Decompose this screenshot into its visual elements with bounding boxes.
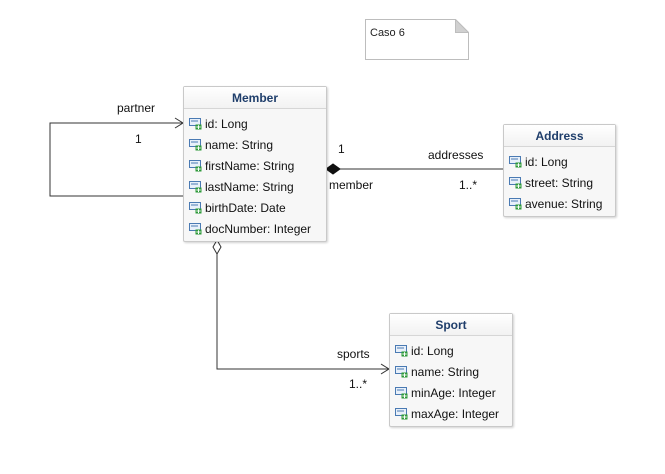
class-title: Address: [504, 125, 615, 147]
member-role-label: member: [329, 178, 374, 192]
note[interactable]: Caso 6: [365, 19, 469, 60]
attribute-icon: [395, 386, 408, 398]
attribute-icon: [395, 407, 408, 419]
class-address[interactable]: Address id: Long street: String avenue: St…: [503, 124, 616, 217]
attribute-icon: [189, 180, 202, 192]
note-shape: [365, 19, 469, 60]
attribute-icon: [189, 222, 202, 234]
attribute-row[interactable]: id: Long: [390, 340, 512, 361]
member-multiplicity-label: 1: [338, 142, 345, 156]
addresses-multiplicity-label: 1..*: [459, 178, 478, 192]
attribute-row[interactable]: maxAge: Integer: [390, 403, 512, 424]
attribute-list: id: Long name: String minAge: Integer maxAg…: [390, 336, 512, 426]
attribute-icon: [189, 159, 202, 171]
attribute-icon: [509, 176, 522, 188]
attribute-row[interactable]: lastName: String: [184, 176, 326, 197]
attribute-row[interactable]: id: Long: [504, 151, 615, 172]
partner-association-line: [49, 122, 183, 197]
sports-association-line: [216, 254, 389, 370]
attribute-label: id: Long: [411, 343, 454, 358]
attribute-icon: [509, 197, 522, 209]
sports-role-label: sports: [337, 347, 370, 361]
attribute-label: lastName: String: [205, 179, 294, 194]
attribute-list: id: Long name: String firstName: String las…: [184, 109, 326, 241]
attribute-icon: [189, 201, 202, 213]
attribute-row[interactable]: minAge: Integer: [390, 382, 512, 403]
attribute-row[interactable]: name: String: [184, 134, 326, 155]
attribute-row[interactable]: firstName: String: [184, 155, 326, 176]
partner-role-label: partner: [117, 101, 156, 115]
attribute-label: id: Long: [205, 116, 248, 131]
attribute-label: minAge: Integer: [411, 385, 496, 400]
attribute-row[interactable]: id: Long: [184, 113, 326, 134]
attribute-label: docNumber: Integer: [205, 221, 312, 236]
attribute-row[interactable]: avenue: String: [504, 193, 615, 214]
note-text: Caso 6: [370, 27, 405, 39]
attribute-row[interactable]: name: String: [390, 361, 512, 382]
class-member[interactable]: Member id: Long name: String firstName: St…: [183, 86, 327, 242]
aggregation-diamond: [212, 238, 222, 256]
attribute-label: street: String: [525, 175, 594, 190]
sports-multiplicity-label: 1..*: [349, 377, 368, 391]
attribute-icon: [395, 344, 408, 356]
attribute-label: birthDate: Date: [205, 200, 286, 215]
addresses-role-label: addresses: [428, 148, 484, 162]
attribute-icon: [189, 138, 202, 150]
attribute-label: avenue: String: [525, 196, 603, 211]
class-sport[interactable]: Sport id: Long name: String minAge: Intege…: [389, 313, 513, 427]
attribute-row[interactable]: docNumber: Integer: [184, 218, 326, 239]
attribute-label: id: Long: [525, 154, 568, 169]
class-title: Sport: [390, 314, 512, 336]
partner-multiplicity-label: 1: [135, 132, 142, 146]
attribute-list: id: Long street: String avenue: String: [504, 147, 615, 216]
attribute-label: maxAge: Integer: [411, 406, 500, 421]
composition-diamond: [325, 163, 341, 175]
class-title: Member: [184, 87, 326, 109]
attribute-label: firstName: String: [205, 158, 295, 173]
attribute-icon: [395, 365, 408, 377]
attribute-label: name: String: [205, 137, 274, 152]
attribute-row[interactable]: street: String: [504, 172, 615, 193]
attribute-label: name: String: [411, 364, 480, 379]
attribute-icon: [189, 117, 202, 129]
attribute-icon: [509, 155, 522, 167]
attribute-row[interactable]: birthDate: Date: [184, 197, 326, 218]
